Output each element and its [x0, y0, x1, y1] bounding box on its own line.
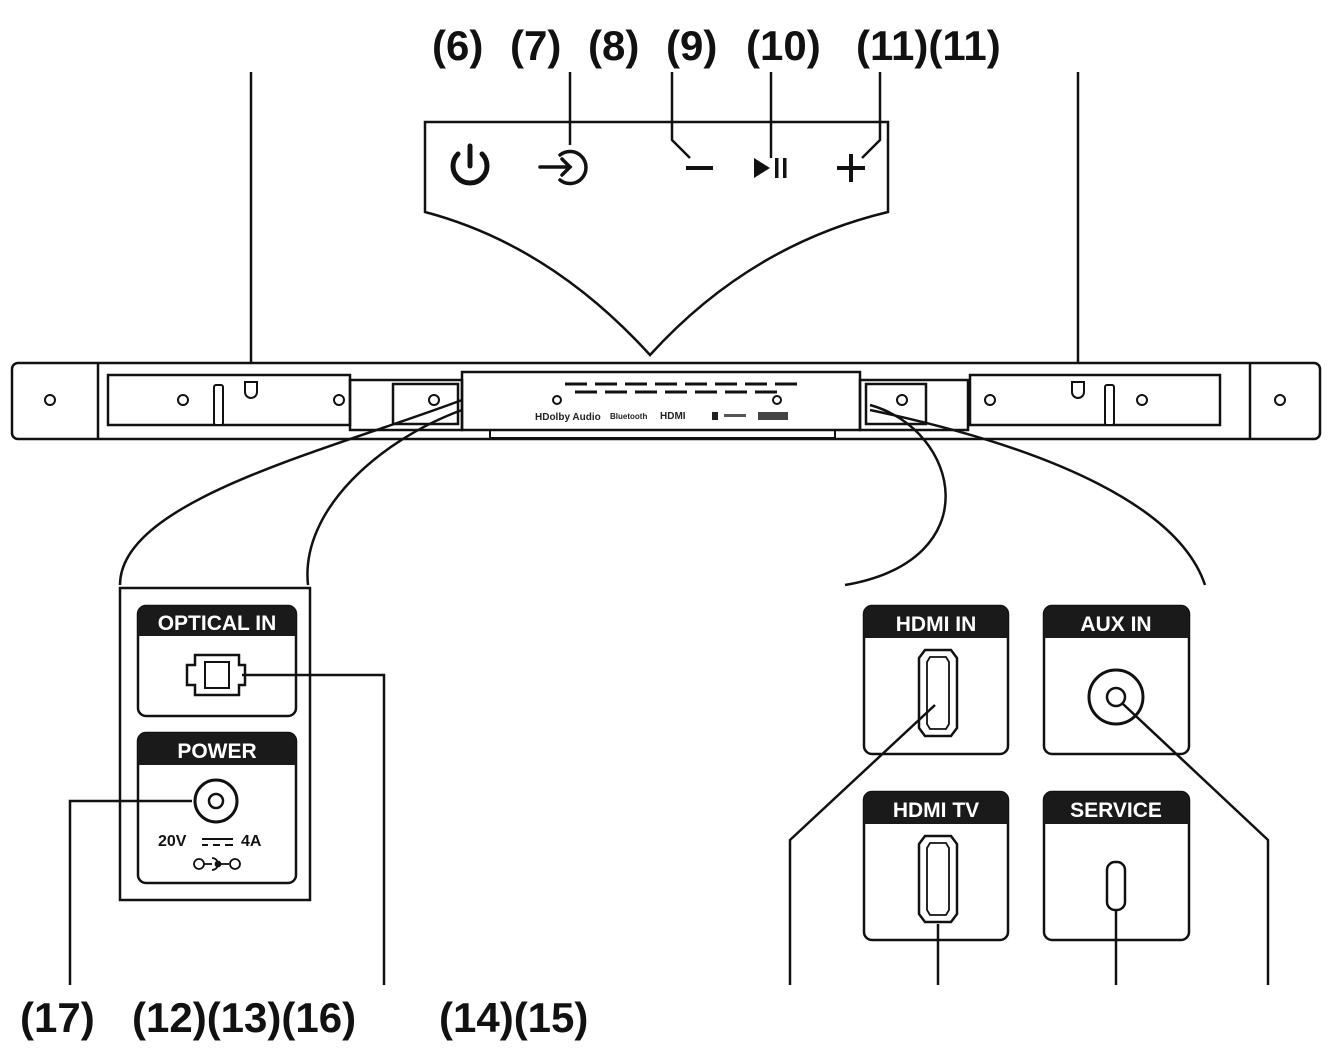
- right-bottom-leaders: [788, 703, 1270, 985]
- callout-17: (17): [20, 994, 95, 1041]
- source-input-icon: [538, 149, 588, 186]
- hdmi-logo: HDMI: [660, 411, 686, 422]
- callout-12-13-16: (12)(13)(16): [132, 994, 356, 1041]
- small-logo-mark: [724, 414, 746, 417]
- right-zoom-curves: [844, 403, 1207, 587]
- small-logo-mark: [712, 412, 718, 420]
- control-leaders: [568, 72, 882, 159]
- aux-in-port: AUX IN: [1042, 604, 1191, 756]
- dolby-audio-logo: HDolby Audio: [535, 412, 601, 423]
- bottom-callouts: (17) (12)(13)(16) (14)(15): [20, 994, 588, 1041]
- keyhole-mounts: [244, 381, 1085, 399]
- callout-11-11: (11)(11): [856, 22, 1001, 69]
- play-pause-icon: [754, 158, 787, 178]
- callout-10: (10): [746, 22, 821, 69]
- power-port: POWER 20V 4A: [136, 731, 298, 885]
- dc-symbol-icon: [202, 838, 233, 846]
- optical-in-port: OPTICAL IN: [136, 604, 298, 718]
- control-panel-callout: [423, 120, 890, 357]
- power-voltage: 20V: [158, 833, 187, 850]
- hdmi-in-label: HDMI IN: [896, 613, 977, 636]
- plus-icon: [837, 154, 865, 182]
- callout-8: (8): [588, 22, 639, 69]
- power-label: POWER: [177, 740, 256, 763]
- optical-socket-icon: [185, 653, 247, 697]
- small-logo-mark: [758, 412, 788, 420]
- top-callouts: (6) (7) (8) (9) (10) (11)(11): [432, 22, 1001, 69]
- hdmi-tv-port: HDMI TV: [862, 790, 1010, 942]
- service-label: SERVICE: [1070, 799, 1162, 822]
- power-icon: [450, 143, 490, 186]
- bar-grille: [565, 382, 797, 394]
- bluetooth-logo: Bluetooth: [610, 412, 647, 421]
- soundbar-body: [10, 361, 1322, 441]
- callout-9: (9): [666, 22, 717, 69]
- optical-in-label: OPTICAL IN: [158, 612, 277, 635]
- usb-c-socket-icon: [1105, 860, 1127, 912]
- callout-6: (6): [432, 22, 483, 69]
- aux-in-label: AUX IN: [1080, 613, 1151, 636]
- power-current: 4A: [241, 833, 262, 850]
- callout-7: (7): [510, 22, 561, 69]
- left-zoom-curves: [118, 398, 463, 586]
- hdmi-socket-icon: [917, 648, 959, 738]
- hdmi-tv-label: HDMI TV: [893, 799, 979, 822]
- left-bottom-leaders: [68, 673, 386, 985]
- hdmi-tv-socket-icon: [917, 834, 959, 924]
- bar-screws: [44, 394, 1286, 406]
- polarity-icon: [193, 857, 241, 871]
- hdmi-in-port: HDMI IN: [862, 604, 1010, 756]
- bar-logos: HDolby Audio Bluetooth HDMI: [535, 411, 788, 423]
- callout-14-15: (14)(15): [439, 994, 588, 1041]
- bar-slots: [213, 384, 1115, 426]
